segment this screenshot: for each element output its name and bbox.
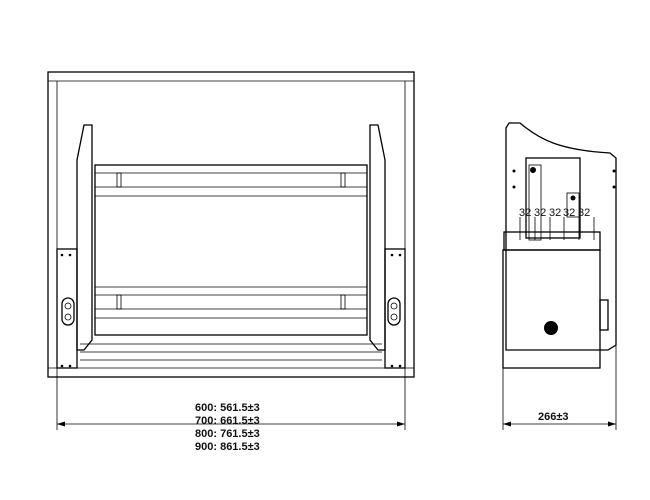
width-dimension-600: 600: 561.5±3 — [195, 402, 260, 414]
left-lift-arm — [76, 124, 93, 351]
hole-spacing-4: 32 — [563, 207, 575, 219]
front-view — [47, 71, 415, 430]
side-bracket-plate — [505, 122, 617, 351]
right-mount-bracket — [384, 248, 406, 369]
hole-spacing-1: 32 — [519, 207, 531, 219]
hole-spacing-5: 32 — [578, 207, 590, 219]
depth-dimension: 266±3 — [538, 411, 569, 423]
cabinet-outline — [47, 71, 415, 378]
knob — [544, 321, 558, 335]
left-mount-bracket — [56, 248, 78, 369]
hole-spacing-3: 32 — [549, 207, 561, 219]
width-dimension — [56, 377, 406, 430]
basket — [80, 164, 382, 361]
side-view — [502, 122, 617, 430]
width-dimension-900: 900: 861.5±3 — [195, 441, 260, 453]
right-lift-arm — [369, 124, 386, 351]
width-dimension-800: 800: 761.5±3 — [195, 428, 260, 440]
width-dimension-700: 700: 661.5±3 — [195, 415, 260, 427]
hole-spacing-2: 32 — [534, 207, 546, 219]
